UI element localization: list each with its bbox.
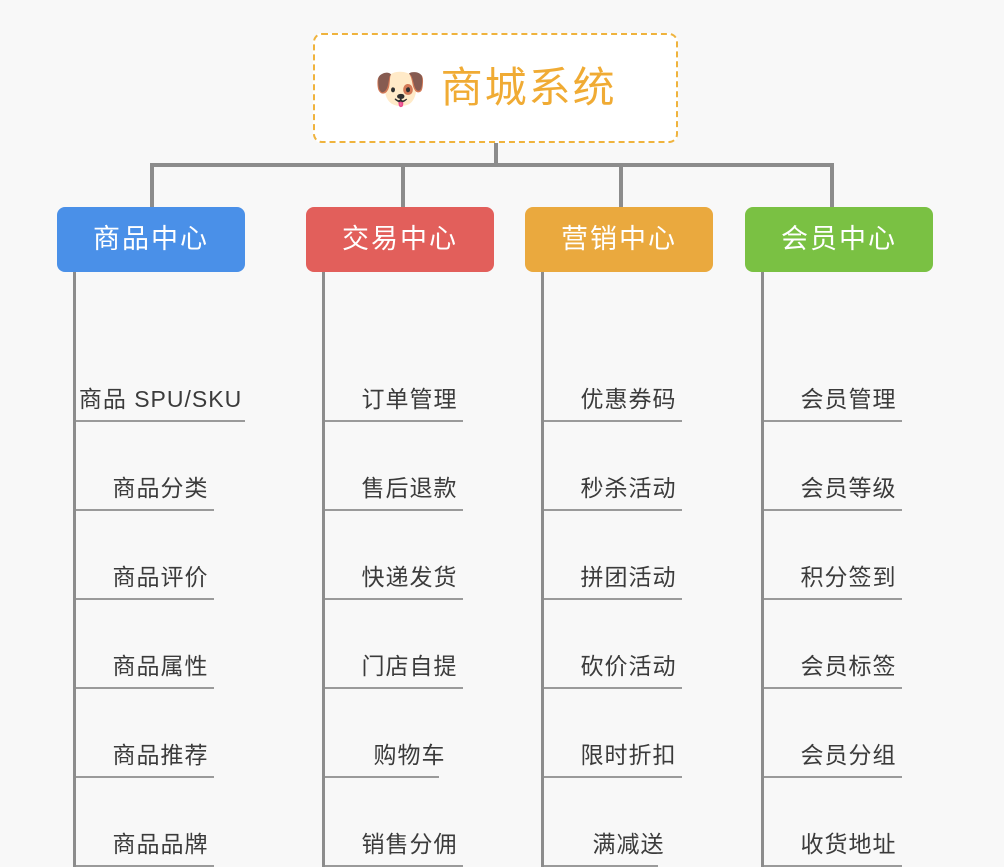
leaf-label: 砍价活动 xyxy=(580,653,677,679)
leaf-underline xyxy=(544,776,682,778)
leaf-label: 销售分佣 xyxy=(361,831,458,857)
leaf-label: 收货地址 xyxy=(800,831,897,857)
leaf-label: 商品分类 xyxy=(112,475,209,501)
leaf-label: 商品属性 xyxy=(112,653,209,679)
leaf-underline xyxy=(544,687,682,689)
leaf-label: 商品品牌 xyxy=(112,831,209,857)
mindmap-canvas: 🐶 商城系统 商品中心 商品 SPU/SKU 商品分类 商品评价 商 xyxy=(57,33,933,867)
leaf-underline xyxy=(764,509,902,511)
leaf-label: 购物车 xyxy=(373,742,446,768)
leaf-label: 限时折扣 xyxy=(580,742,677,768)
list-item[interactable]: 商品推荐 xyxy=(76,689,245,778)
list-item[interactable]: 拼团活动 xyxy=(544,511,713,600)
list-item[interactable]: 积分签到 xyxy=(764,511,933,600)
connector-root-stem xyxy=(494,143,498,165)
leaf-underline xyxy=(325,420,463,422)
branch-marketing-center: 营销中心 优惠券码 秒杀活动 拼团活动 砍价活动 限时折扣 xyxy=(525,207,713,867)
leaf-underline xyxy=(76,509,214,511)
leaf-label: 积分签到 xyxy=(800,564,897,590)
category-box-marketing-center[interactable]: 营销中心 xyxy=(525,207,713,272)
leaf-underline xyxy=(544,420,682,422)
shiba-dog-face-icon: 🐶 xyxy=(374,65,427,112)
list-item[interactable]: 商品品牌 xyxy=(76,778,245,867)
leaf-underline xyxy=(325,509,463,511)
leaf-label: 商品推荐 xyxy=(112,742,209,768)
list-item[interactable]: 快递发货 xyxy=(325,511,494,600)
branch-trade-center: 交易中心 订单管理 售后退款 快递发货 门店自提 购物车 xyxy=(306,207,494,867)
leaf-list-member-center: 会员管理 会员等级 积分签到 会员标签 会员分组 收货地址 xyxy=(761,272,933,867)
connector-horizontal-bus xyxy=(150,163,832,167)
leaf-list-product-center: 商品 SPU/SKU 商品分类 商品评价 商品属性 商品推荐 商品品牌 xyxy=(73,272,245,867)
leaf-label: 门店自提 xyxy=(361,653,458,679)
list-item[interactable]: 满减送 xyxy=(544,778,713,867)
leaf-label: 快递发货 xyxy=(361,564,458,590)
category-box-trade-center[interactable]: 交易中心 xyxy=(306,207,494,272)
leaf-underline xyxy=(764,420,902,422)
category-label: 交易中心 xyxy=(342,224,458,254)
category-label: 会员中心 xyxy=(781,224,897,254)
root-node[interactable]: 🐶 商城系统 xyxy=(313,33,678,143)
leaf-label: 会员等级 xyxy=(800,475,897,501)
leaf-underline xyxy=(764,598,902,600)
leaf-underline xyxy=(325,687,463,689)
list-item[interactable]: 商品分类 xyxy=(76,422,245,511)
leaf-label: 优惠券码 xyxy=(580,386,677,412)
leaf-underline xyxy=(325,598,463,600)
leaf-label: 会员分组 xyxy=(800,742,897,768)
category-label: 商品中心 xyxy=(93,224,209,254)
leaf-underline xyxy=(76,687,214,689)
leaf-label: 满减送 xyxy=(592,831,665,857)
category-box-member-center[interactable]: 会员中心 xyxy=(745,207,933,272)
leaf-underline xyxy=(76,776,214,778)
category-box-product-center[interactable]: 商品中心 xyxy=(57,207,245,272)
list-item[interactable]: 销售分佣 xyxy=(325,778,494,867)
leaf-label: 秒杀活动 xyxy=(580,475,677,501)
connector-drop-trade-center xyxy=(401,163,405,207)
list-item[interactable]: 会员分组 xyxy=(764,689,933,778)
leaf-label: 售后退款 xyxy=(361,475,458,501)
leaf-underline xyxy=(764,776,902,778)
leaf-label: 商品 SPU/SKU xyxy=(78,386,243,412)
leaf-list-trade-center: 订单管理 售后退款 快递发货 门店自提 购物车 销售分佣 xyxy=(322,272,494,867)
leaf-label: 订单管理 xyxy=(361,386,458,412)
list-item[interactable]: 购物车 xyxy=(325,689,494,778)
leaf-list-marketing-center: 优惠券码 秒杀活动 拼团活动 砍价活动 限时折扣 满减送 xyxy=(541,272,713,867)
root-title: 商城系统 xyxy=(440,64,617,111)
leaf-label: 会员管理 xyxy=(800,386,897,412)
leaf-underline xyxy=(325,776,439,778)
connector-drop-marketing-center xyxy=(619,163,623,207)
leaf-underline xyxy=(76,598,214,600)
list-item[interactable]: 收货地址 xyxy=(764,778,933,867)
connector-drop-product-center xyxy=(150,163,154,207)
list-item[interactable]: 会员标签 xyxy=(764,600,933,689)
list-item[interactable]: 门店自提 xyxy=(325,600,494,689)
list-item[interactable]: 砍价活动 xyxy=(544,600,713,689)
leaf-underline xyxy=(764,687,902,689)
leaf-underline xyxy=(544,509,682,511)
branch-member-center: 会员中心 会员管理 会员等级 积分签到 会员标签 会员分组 xyxy=(745,207,933,867)
list-item[interactable]: 会员管理 xyxy=(764,272,933,422)
list-item[interactable]: 商品评价 xyxy=(76,511,245,600)
list-item[interactable]: 秒杀活动 xyxy=(544,422,713,511)
list-item[interactable]: 商品属性 xyxy=(76,600,245,689)
branch-product-center: 商品中心 商品 SPU/SKU 商品分类 商品评价 商品属性 商品推荐 xyxy=(57,207,245,867)
leaf-label: 商品评价 xyxy=(112,564,209,590)
list-item[interactable]: 售后退款 xyxy=(325,422,494,511)
leaf-underline xyxy=(544,598,682,600)
list-item[interactable]: 优惠券码 xyxy=(544,272,713,422)
leaf-label: 会员标签 xyxy=(800,653,897,679)
category-label: 营销中心 xyxy=(561,224,677,254)
leaf-label: 拼团活动 xyxy=(580,564,677,590)
list-item[interactable]: 会员等级 xyxy=(764,422,933,511)
connector-drop-member-center xyxy=(830,163,834,207)
list-item[interactable]: 限时折扣 xyxy=(544,689,713,778)
list-item[interactable]: 商品 SPU/SKU xyxy=(76,272,245,422)
list-item[interactable]: 订单管理 xyxy=(325,272,494,422)
leaf-underline xyxy=(76,420,245,422)
